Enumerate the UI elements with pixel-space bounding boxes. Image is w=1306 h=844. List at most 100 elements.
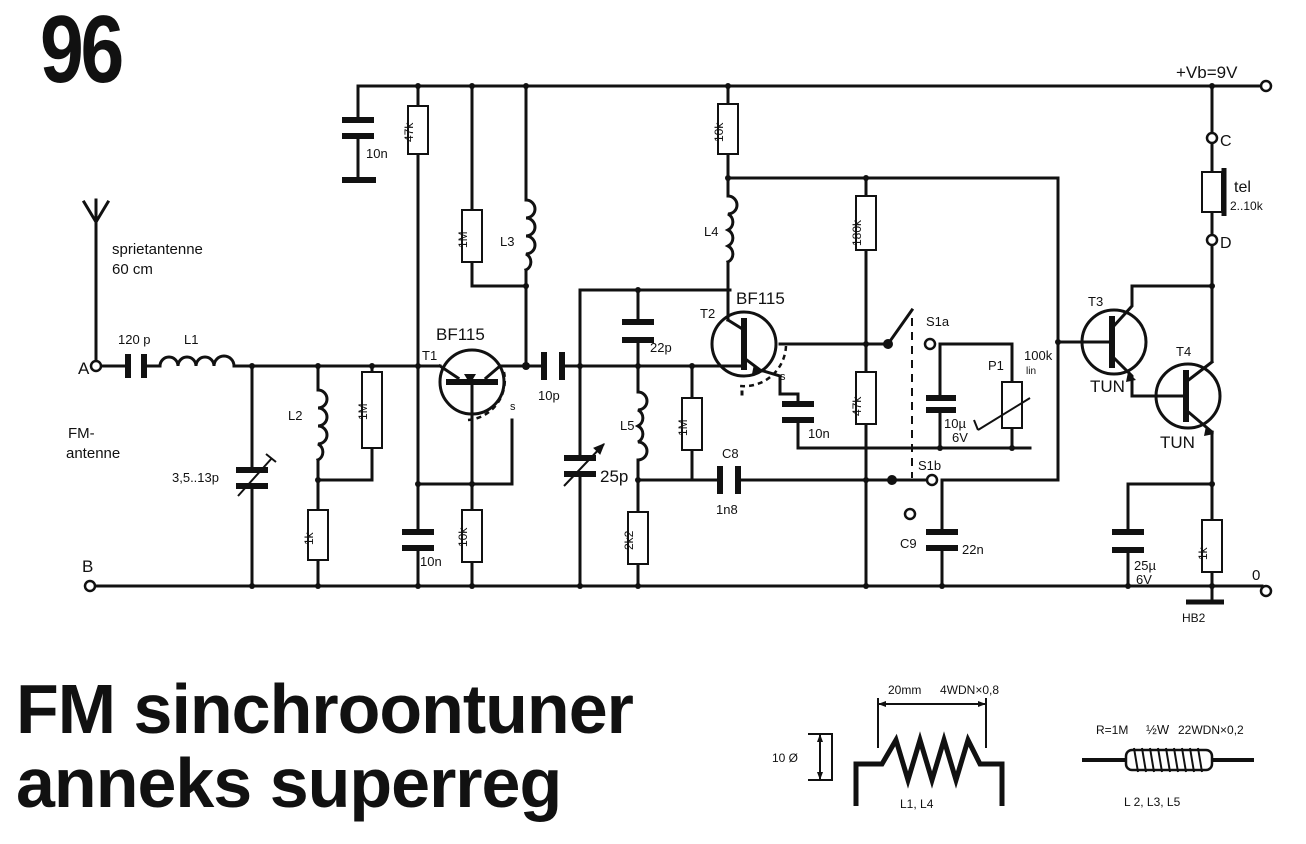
inductor-l4 — [724, 194, 739, 265]
inductor-l1 — [158, 354, 236, 368]
capacitor-c8 — [717, 466, 741, 494]
label-antenna-1: sprietantenne — [112, 241, 203, 258]
resistor-1k-b — [1201, 519, 1223, 573]
label-r-10k-a: 10k — [456, 527, 470, 547]
label-shield-t2: s — [780, 371, 786, 383]
antenna-icon — [81, 198, 111, 225]
title-line-2: anneks superreg — [16, 744, 562, 822]
capacitor-25u — [1112, 529, 1144, 553]
coil-b-caption: L 2, L3, L5 — [1124, 795, 1181, 809]
label-l2: L2 — [288, 408, 302, 423]
coil-a-icon — [853, 731, 1005, 806]
label-r-180k: 180k — [850, 219, 864, 246]
label-c-10n-b: 10n — [420, 554, 442, 569]
label-c-in: 120 p — [118, 332, 151, 347]
resistor-1k-a — [307, 509, 329, 561]
label-s1a: S1a — [926, 314, 950, 329]
headphone-tel — [1201, 171, 1223, 213]
capacitor-120p — [125, 354, 147, 378]
transistor-t1 — [437, 348, 507, 422]
coil-b-resistance: R=1M — [1096, 723, 1128, 737]
label-c8: C8 — [722, 446, 739, 461]
label-fm-1: FM- — [68, 425, 95, 442]
coil-a-diameter: 10 Ø — [772, 751, 798, 765]
label-l1: L1 — [184, 332, 198, 347]
resistor-2k2 — [627, 511, 649, 565]
label-fm-2: antenne — [66, 445, 120, 462]
capacitors — [125, 117, 1144, 553]
label-t1: T1 — [422, 348, 437, 363]
label-t1-type: BF115 — [436, 325, 485, 344]
switch-s1b-contact — [925, 473, 939, 487]
resistor-180k — [855, 195, 877, 251]
terminal-0 — [1259, 584, 1273, 598]
capacitor-c9 — [926, 529, 958, 551]
label-t2-type: BF115 — [736, 289, 785, 308]
label-tel: tel — [1234, 179, 1251, 196]
label-terminal-b: B — [82, 557, 93, 576]
label-r-1m-a: 1M — [356, 403, 370, 420]
label-r-2k2: 2k2 — [622, 530, 636, 550]
inductor-l2 — [315, 388, 329, 463]
inductors — [158, 194, 739, 463]
capacitor-10n-b — [402, 529, 434, 551]
label-r-1k-a: 1k — [302, 531, 316, 545]
label-l3: L3 — [500, 234, 514, 249]
resistor-10k-a — [461, 509, 483, 563]
coil-detail-l1-l4: 20mm 4WDN×0,8 10 Ø L1, L4 — [772, 683, 1005, 811]
label-t4: T4 — [1176, 344, 1191, 359]
label-r-10k-b: 10k — [712, 122, 726, 142]
label-c-10u: 10µ — [944, 416, 966, 431]
label-vb: +Vb=9V — [1176, 63, 1238, 82]
potentiometer-p1 — [1001, 381, 1023, 429]
switch-s1b-contact-2 — [903, 507, 917, 521]
label-c9: C9 — [900, 536, 917, 551]
label-c-25u: 25µ — [1134, 558, 1156, 573]
transistor-t4 — [1154, 359, 1222, 436]
capacitor-variable-25p — [564, 455, 596, 477]
label-c-10n-top: 10n — [366, 146, 388, 161]
inductor-l3 — [523, 198, 537, 273]
resistor-47k-b — [855, 371, 877, 425]
potentiometer-arrow-icon — [977, 397, 1031, 431]
resistor-1m-c — [681, 397, 703, 451]
capacitor-10n-c — [782, 401, 814, 423]
page-number: 96 — [40, 0, 124, 103]
coil-b-winding-icon — [1133, 747, 1203, 773]
junction-dots — [249, 83, 1215, 589]
label-p1-val: 100k — [1024, 348, 1053, 363]
label-r-1m-b: 1M — [456, 231, 470, 248]
label-l5: L5 — [620, 418, 634, 433]
label-shield-t1: s — [510, 401, 516, 413]
label-c-25u-v: 6V — [1136, 572, 1152, 587]
label-terminal-a: A — [78, 359, 90, 378]
label-terminal-d: D — [1220, 235, 1232, 252]
label-c9-val: 22n — [962, 542, 984, 557]
label-terminal-c: C — [1220, 133, 1232, 150]
coil-b-watt: ½W — [1146, 722, 1170, 737]
transistor-t2 — [710, 310, 788, 388]
label-t3-type: TUN — [1090, 377, 1125, 396]
terminal-vb — [1259, 79, 1273, 93]
transistor-t3 — [1080, 284, 1148, 392]
label-t2: T2 — [700, 306, 715, 321]
inductor-l5 — [634, 390, 649, 462]
label-c-10u-v: 6V — [952, 430, 968, 445]
capacitor-10p — [541, 352, 565, 380]
label-c8-val: 1n8 — [716, 502, 738, 517]
capacitor-10n-top — [342, 117, 376, 183]
capacitor-trimmer — [236, 467, 268, 489]
resistors — [307, 103, 1227, 605]
resistor-10k-b — [717, 103, 739, 155]
label-r-1k-b: 1k — [1196, 546, 1210, 560]
resistor-47k-a — [407, 105, 429, 155]
label-s1b: S1b — [918, 458, 941, 473]
label-c-var: 25p — [600, 467, 628, 486]
label-ground-0: 0 — [1252, 567, 1260, 584]
labels: +Vb=9V 0 A B C D sprietantenne 60 cm FM-… — [66, 63, 1264, 625]
label-p1: P1 — [988, 358, 1004, 373]
resistor-1m-b — [461, 209, 483, 263]
terminal-a — [89, 359, 103, 373]
terminal-c — [1205, 131, 1219, 145]
